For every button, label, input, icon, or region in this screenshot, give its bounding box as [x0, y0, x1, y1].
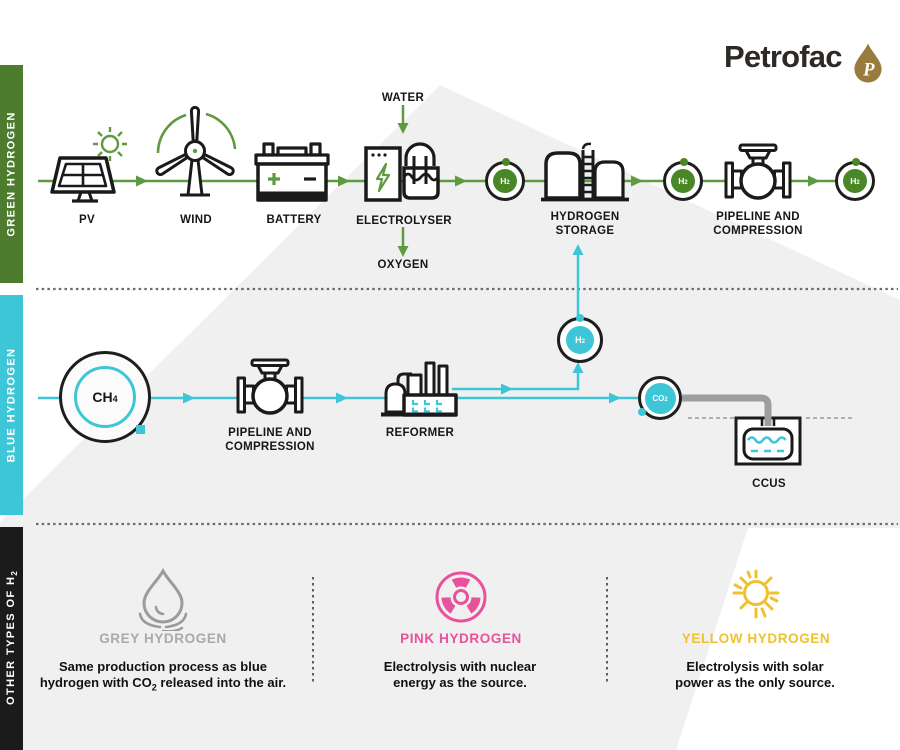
- arrow-right-icon: [609, 392, 621, 404]
- arrow-right-icon: [808, 175, 820, 187]
- water-wave: [746, 436, 787, 444]
- radiation-icon: [433, 569, 489, 630]
- hydrogen-storage-icon: [538, 140, 632, 211]
- arrow-down-icon: [397, 246, 409, 257]
- band-label: BLUE HYDROGEN: [5, 347, 18, 463]
- electrolyser-icon: [362, 132, 448, 213]
- pv-label: PV: [79, 214, 95, 226]
- arrow-right-icon: [338, 175, 350, 187]
- plus-sign: [268, 173, 280, 185]
- ripple-arc: [164, 612, 188, 629]
- electrodes: [412, 156, 428, 184]
- square-dot: [136, 425, 145, 434]
- reformer-label: REFORMER: [385, 427, 455, 439]
- band-green-hydrogen: GREEN HYDROGEN: [0, 65, 23, 283]
- arrow-right-icon: [183, 392, 195, 404]
- electron-dot: [638, 408, 646, 416]
- grey-hydrogen-title: GREY HYDROGEN: [99, 631, 227, 646]
- arrow-right-icon: [136, 175, 148, 187]
- pink-hydrogen-desc: Electrolysis with nuclear energy as the …: [383, 659, 537, 690]
- sun-icon: [724, 560, 788, 631]
- yellow-hydrogen-title: YELLOW HYDROGEN: [681, 631, 831, 646]
- electron-dot: [576, 314, 584, 322]
- pipeline-compression-label: PIPELINE AND COMPRESSION: [225, 427, 315, 453]
- band-blue-hydrogen: BLUE HYDROGEN: [0, 295, 23, 515]
- arrow-up-icon: [572, 362, 584, 373]
- reformer-marks: [411, 400, 442, 413]
- ripple-arc: [138, 612, 162, 629]
- liquid-wave: [402, 172, 440, 182]
- pipe-end: [764, 412, 772, 426]
- arrow-down-icon: [397, 123, 409, 134]
- pipeline-compression-icon: [236, 356, 304, 423]
- arrow-up-icon: [572, 244, 584, 255]
- droplet-icon: [130, 567, 196, 636]
- pink-hydrogen-title: PINK HYDROGEN: [400, 631, 522, 646]
- ccus-label: CCUS: [752, 478, 786, 490]
- band-label: GREEN HYDROGEN: [5, 111, 18, 237]
- green-flow-line: [38, 105, 855, 257]
- hydrogen-storage-label: HYDROGEN STORAGE: [550, 211, 620, 237]
- electrolyser-label: ELECTROLYSER: [356, 215, 452, 227]
- co2-pipe: [682, 394, 772, 419]
- oxygen-label: OXYGEN: [377, 259, 429, 271]
- brand-wordmark: Petrofac: [724, 39, 842, 74]
- yellow-hydrogen-desc: Electrolysis with solar power as the onl…: [675, 659, 835, 690]
- lightning-icon: [375, 162, 391, 193]
- svg-text:P: P: [862, 60, 875, 81]
- electron-dot: [502, 158, 511, 166]
- pipeline-compression-label: PIPELINE AND COMPRESSION: [713, 211, 803, 237]
- petrofac-droplet-logo-icon: P: [854, 43, 882, 83]
- arrow-right-icon: [501, 383, 513, 395]
- ladder-rungs: [583, 155, 593, 194]
- wind-label: WIND: [180, 214, 212, 226]
- band-other-types: OTHER TYPES OF H2: [0, 527, 23, 750]
- electron-dot: [680, 158, 689, 166]
- arrow-right-icon: [336, 392, 348, 404]
- electron-dot: [852, 158, 861, 166]
- grey-hydrogen-desc: Same production process as blue hydrogen…: [39, 659, 287, 693]
- rotation-arc: [156, 113, 187, 154]
- reformer-icon: [376, 348, 460, 425]
- pv-icon: [48, 124, 128, 215]
- arrow-right-icon: [631, 175, 643, 187]
- brand-header: Petrofac P: [724, 40, 885, 86]
- water-label: WATER: [381, 92, 425, 104]
- sun-icon: [93, 127, 127, 161]
- band-label: OTHER TYPES OF H2: [4, 571, 19, 706]
- rotation-arc: [205, 112, 237, 150]
- dome: [404, 142, 436, 166]
- wind-turbine-icon: [148, 103, 244, 208]
- arrow-right-icon: [455, 175, 467, 187]
- h2-branch-line: [452, 372, 580, 391]
- ccus-icon: [733, 412, 805, 477]
- pipeline-compression-icon: [724, 141, 792, 208]
- battery-icon: [252, 140, 334, 213]
- battery-label: BATTERY: [266, 214, 322, 226]
